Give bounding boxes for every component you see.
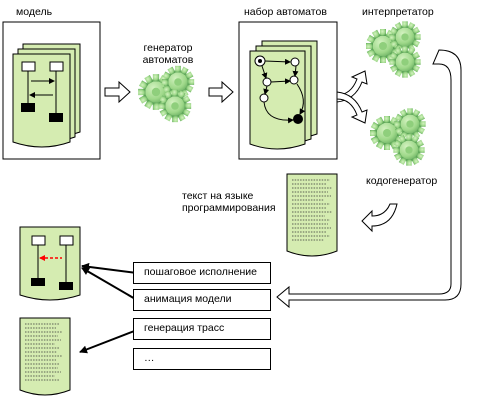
- codegenerator-gears: [370, 108, 426, 166]
- generator-gears: [138, 65, 195, 123]
- option-more[interactable]: …: [133, 348, 271, 370]
- trace-document: [19, 317, 71, 396]
- generator-label-line1: генератор: [143, 42, 193, 54]
- program-text-label-line2: программирования: [182, 202, 276, 214]
- interpreter-label: интерпретатор: [362, 6, 434, 18]
- animation-document: [19, 226, 81, 301]
- automata-frame: [238, 21, 338, 160]
- split-arrows: [336, 70, 368, 124]
- arrow-interpreter-to-options: [276, 49, 462, 309]
- model-label: модель: [16, 6, 53, 18]
- arrow-model-to-generator: [104, 80, 131, 104]
- program-text-document: [286, 173, 338, 257]
- model-frame: [2, 21, 101, 160]
- generator-label: генератор автоматов: [128, 42, 208, 66]
- interpreter-gears: [366, 21, 421, 78]
- generator-label-line2: автоматов: [142, 54, 194, 66]
- option-model-animation[interactable]: анимация модели: [133, 289, 271, 311]
- arrow-codegen-to-text: [361, 203, 398, 233]
- code-generator-label: кодогенератор: [366, 175, 438, 187]
- program-text-label-line1: текст на языке: [182, 190, 254, 202]
- program-text-label: текст на языке программирования: [182, 190, 276, 214]
- option-trace-generation[interactable]: генерация трасс: [133, 318, 271, 340]
- arrow-generator-to-automata: [208, 80, 234, 104]
- option-connectors: [79, 262, 138, 354]
- option-step-execution[interactable]: пошаговое исполнение: [133, 262, 271, 284]
- automata-set-label: набор автоматов: [244, 6, 327, 18]
